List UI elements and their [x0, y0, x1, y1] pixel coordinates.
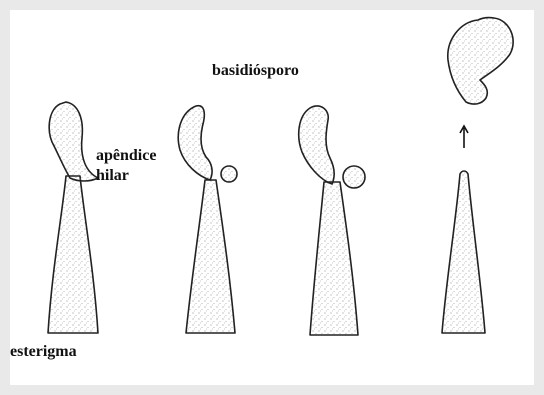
discharged-basidiospore [448, 18, 513, 104]
sterigma-4 [442, 171, 485, 333]
label-esterigma: esterigma [10, 343, 77, 361]
sterigma-1 [48, 176, 98, 333]
label-basidiosporo: basidiósporo [212, 62, 299, 80]
hilar-drop-2 [221, 166, 237, 182]
stage-4 [442, 18, 513, 333]
hilar-drop-3 [343, 166, 365, 188]
sterigma-3 [310, 182, 358, 335]
stage-2 [178, 106, 237, 333]
sterigma-2 [186, 180, 235, 333]
stage-1 [48, 102, 98, 333]
basidiospore-1 [49, 102, 98, 181]
label-apendice-line2: hilar [96, 166, 156, 186]
label-apendice-line1: apêndice [96, 146, 156, 166]
basidiospore-3 [299, 106, 334, 184]
basidiospore-2 [178, 106, 212, 180]
arrow-up-icon [460, 126, 468, 148]
stage-3 [299, 106, 365, 335]
label-apendice-hilar: apêndice hilar [96, 146, 156, 186]
